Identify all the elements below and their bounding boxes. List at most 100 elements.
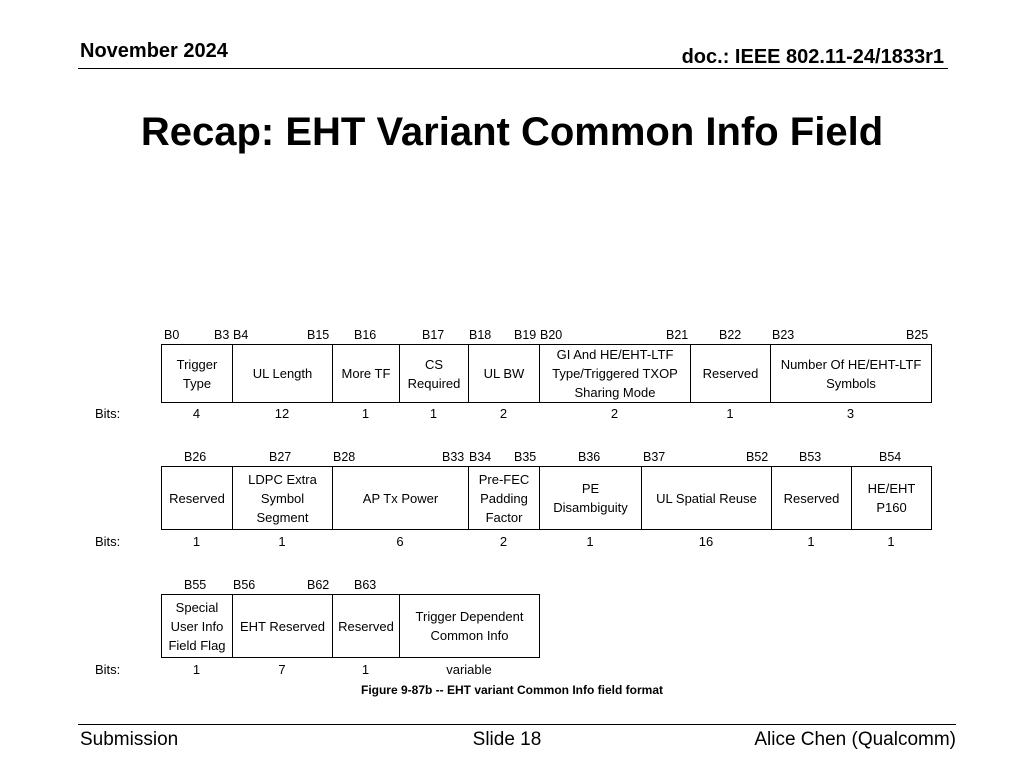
bit-count: 16: [698, 534, 714, 549]
bit-label: B52: [746, 450, 769, 464]
bit-label: B55: [184, 578, 207, 592]
bit-count: 1: [361, 406, 370, 421]
field-cell: AP Tx Power: [332, 466, 469, 530]
footer-slide-number: Slide 18: [472, 729, 542, 750]
header-divider: [78, 68, 948, 69]
field-cell: UL BW: [468, 344, 540, 403]
bit-label: B18: [469, 328, 492, 342]
footer-submission: Submission: [80, 729, 179, 750]
bit-count: 1: [361, 662, 370, 677]
field-name: AP Tx Power: [362, 490, 439, 506]
bit-label: B20: [540, 328, 563, 342]
bit-count: 2: [610, 406, 619, 421]
field-cell: EHT Reserved: [232, 594, 333, 658]
bit-count-row-1: 4 12 1 1 2 2 1 3: [0, 405, 1024, 423]
bit-count-row-2: 1 1 6 2 1 16 1 1: [0, 533, 1024, 551]
field-name: Trigger Type: [176, 356, 218, 391]
bit-label: B25: [906, 328, 929, 342]
bit-count: 1: [586, 534, 594, 549]
field-name: UL Spatial Reuse: [656, 490, 757, 506]
bit-count-row-3: 1 7 1 variable: [0, 661, 1024, 679]
bit-label: B37: [643, 450, 666, 464]
field-cell: Trigger Type: [161, 344, 233, 403]
bits-label: Bits:: [95, 662, 121, 677]
bit-label: B54: [879, 450, 902, 464]
bit-label: B0: [164, 328, 180, 342]
field-cell: Number Of HE/EHT-LTF Symbols: [770, 344, 932, 403]
field-name: Reserved: [702, 366, 759, 381]
bit-count: 6: [396, 534, 404, 549]
field-name: LDPC Extra Symbol Segment: [248, 471, 317, 525]
bit-count: 2: [499, 534, 508, 549]
bit-position-row-3: B55 B56 B62 B63: [0, 577, 1024, 593]
field-name: Reserved: [169, 490, 225, 506]
bit-count: 1: [887, 534, 895, 549]
header-date: November 2024: [80, 40, 228, 62]
field-cell: Reserved: [332, 594, 400, 658]
bit-label: B23: [772, 328, 795, 342]
field-cell: Pre-FEC Padding Factor: [468, 466, 540, 530]
field-table-row-3: Special User Info Field Flag EHT Reserve…: [161, 594, 540, 658]
bit-label: B4: [233, 328, 249, 342]
field-name: More TF: [341, 366, 391, 381]
field-name: Reserved: [338, 618, 394, 634]
figure-caption: Figure 9-87b -- EHT variant Common Info …: [360, 683, 664, 697]
bits-label: Bits:: [95, 534, 121, 549]
field-name: UL BW: [483, 366, 525, 381]
bit-count: 12: [274, 406, 290, 421]
bit-label: B35: [514, 450, 537, 464]
bit-count: 1: [192, 662, 201, 677]
field-name: CS Required: [407, 356, 461, 391]
field-name: PE Disambiguity: [553, 481, 628, 515]
field-name: GI And HE/EHT-LTF Type/Triggered TXOP Sh…: [552, 347, 678, 400]
bit-count: 2: [499, 406, 508, 421]
field-cell: Reserved: [690, 344, 771, 403]
field-cell: Trigger Dependent Common Info: [399, 594, 540, 658]
field-cell: CS Required: [399, 344, 469, 403]
bit-count: 1: [726, 406, 734, 421]
field-cell: Reserved: [771, 466, 852, 530]
bit-count: 3: [846, 406, 855, 421]
bit-count: variable: [446, 662, 492, 677]
bit-label: B53: [799, 450, 822, 464]
bit-count: 1: [807, 534, 815, 549]
bit-label: B27: [269, 450, 292, 464]
bit-label: B15: [307, 328, 330, 342]
field-name: Pre-FEC Padding Factor: [478, 471, 530, 525]
bit-count: 1: [429, 406, 438, 421]
bit-label: B33: [442, 450, 465, 464]
field-name: Trigger Dependent Common Info: [415, 609, 524, 643]
bit-label: B16: [354, 328, 377, 342]
bit-count: 1: [192, 534, 201, 549]
bit-label: B17: [422, 328, 445, 342]
bits-label: Bits:: [95, 406, 121, 421]
field-cell: LDPC Extra Symbol Segment: [232, 466, 333, 530]
bit-label: B56: [233, 578, 256, 592]
bit-label: B19: [514, 328, 537, 342]
bit-position-row-2: B26 B27 B28 B33 B34 B35 B36 B37 B52 B53 …: [0, 449, 1024, 465]
bit-count: 4: [192, 406, 201, 421]
header-doc-id: doc.: IEEE 802.11-24/1833r1: [681, 46, 944, 68]
field-cell: GI And HE/EHT-LTF Type/Triggered TXOP Sh…: [539, 344, 691, 403]
field-cell: More TF: [332, 344, 400, 403]
bit-label: B62: [307, 578, 330, 592]
bit-label: B34: [469, 450, 492, 464]
field-name: Number Of HE/EHT-LTF Symbols: [780, 356, 922, 391]
field-cell: Special User Info Field Flag: [161, 594, 233, 658]
bit-label: B3: [214, 328, 230, 342]
bit-label: B21: [666, 328, 689, 342]
slide-title: Recap: EHT Variant Common Info Field: [140, 110, 884, 154]
footer-divider: [78, 724, 956, 725]
bit-position-row-1: B0 B3 B4 B15 B16 B17 B18 B19 B20 B21 B22…: [0, 327, 1024, 343]
field-cell: UL Length: [232, 344, 333, 403]
bit-count: 7: [278, 662, 286, 677]
field-cell: HE/EHT P160: [851, 466, 932, 530]
bit-label: B63: [354, 578, 377, 592]
footer-author: Alice Chen (Qualcomm): [754, 729, 956, 750]
field-name: HE/EHT P160: [867, 481, 916, 515]
field-name: UL Length: [252, 366, 313, 381]
field-cell: UL Spatial Reuse: [641, 466, 772, 530]
field-cell: Reserved: [161, 466, 233, 530]
field-cell: PE Disambiguity: [539, 466, 642, 530]
bit-count: 1: [278, 534, 286, 549]
